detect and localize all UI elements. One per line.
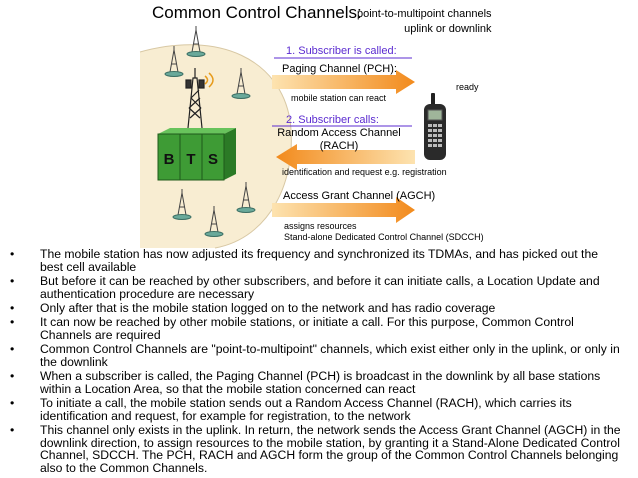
antenna-icon — [204, 206, 224, 237]
antenna-icon — [236, 182, 256, 213]
diagram-subtitle: point-to-multipoint channels uplink or d… — [357, 7, 492, 37]
agch-note-line: Stand-alone Dedicated Control Channel (S… — [284, 232, 484, 242]
bts-letter: T — [186, 151, 195, 168]
pch-downlink-arrow — [272, 70, 415, 94]
control-channels-diagram: B T S Common Control Channels: point-to-… — [139, 3, 492, 249]
step1-heading: 1. Subscriber is called: — [286, 45, 397, 57]
bullet-item: Common Control Channels are "point-to-mu… — [0, 343, 638, 368]
antenna-icon — [186, 26, 206, 57]
antenna-icon — [231, 68, 251, 99]
bullet-item: It can now be reached by other mobile st… — [0, 316, 638, 341]
pch-label: Paging Channel (PCH): — [282, 63, 397, 75]
antenna-icon — [164, 46, 184, 77]
bullet-list: The mobile station has now adjusted its … — [0, 248, 638, 476]
bullet-item: The mobile station has now adjusted its … — [0, 248, 638, 273]
rach-note: identification and request e.g. registra… — [282, 167, 447, 177]
pch-note: mobile station can react — [291, 93, 387, 103]
bullet-item: To initiate a call, the mobile station s… — [0, 397, 638, 422]
agch-note-line: assigns resources — [284, 221, 357, 231]
antenna-icon — [172, 189, 192, 220]
agch-note: assigns resources Stand-alone Dedicated … — [284, 221, 484, 243]
subtitle-line: point-to-multipoint channels — [357, 8, 492, 20]
ready-label: ready — [456, 82, 479, 92]
bts-letter: B — [164, 151, 175, 168]
rach-label: Random Access Channel (RACH) — [277, 127, 401, 152]
bts-tower — [185, 68, 205, 129]
diagram-title: Common Control Channels: — [152, 3, 362, 22]
bts-letter: S — [208, 151, 218, 168]
bullet-item: When a subscriber is called, the Paging … — [0, 370, 638, 395]
signal-icon — [204, 72, 214, 88]
bts-cabinets — [157, 128, 236, 181]
diagram-graphic: B T S — [139, 26, 446, 249]
subtitle-line: uplink or downlink — [404, 23, 492, 35]
step2-heading: 2. Subscriber calls: — [286, 114, 379, 126]
rach-uplink-arrow — [276, 144, 415, 170]
bullet-item: This channel only exists in the uplink. … — [0, 424, 638, 474]
bullet-item: Only after that is the mobile station lo… — [0, 302, 638, 315]
bullet-item: But before it can be reached by other su… — [0, 275, 638, 300]
agch-downlink-arrow — [272, 197, 415, 223]
agch-label: Access Grant Channel (AGCH) — [283, 190, 436, 202]
mobile-phone-icon — [424, 93, 446, 160]
